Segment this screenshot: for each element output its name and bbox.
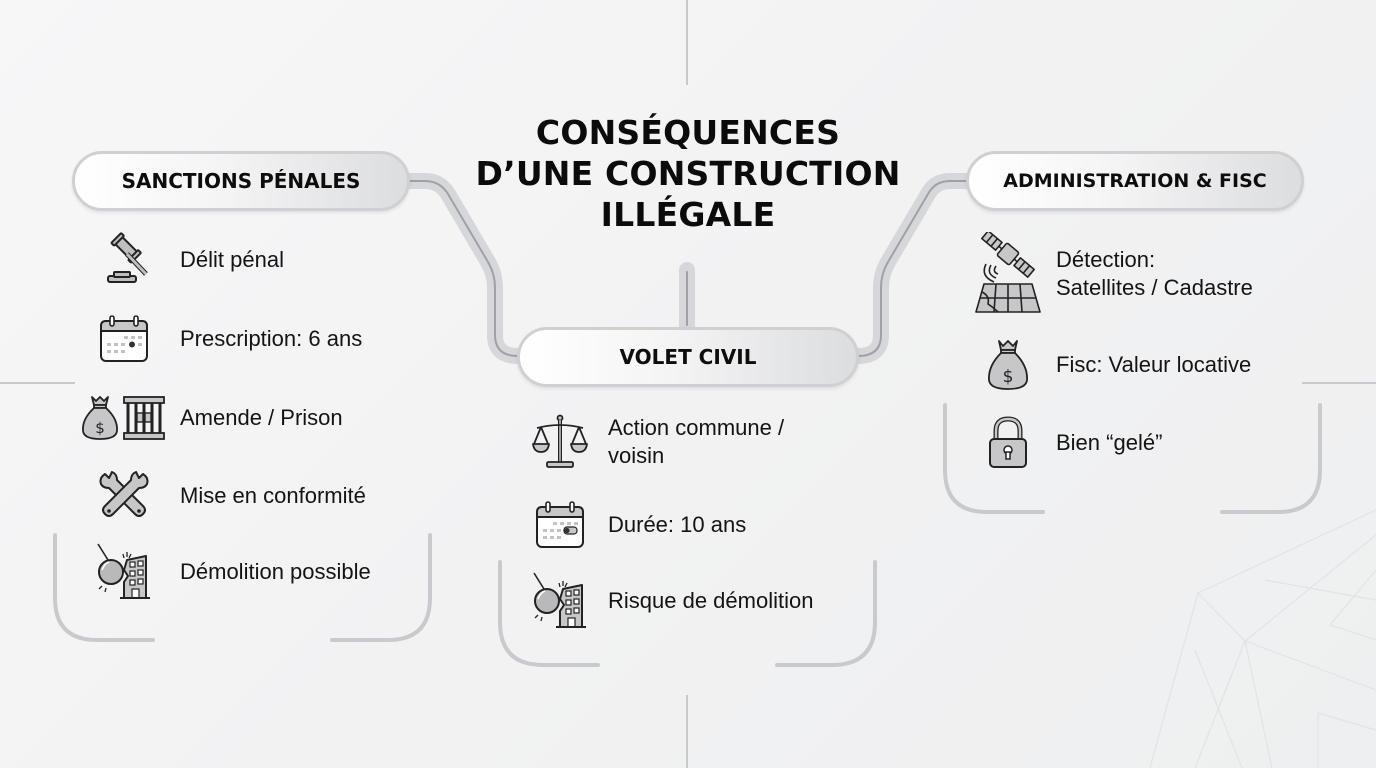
list-item: $ Amende / Prison (80, 390, 343, 446)
page-title: CONSÉQUENCES D’UNE CONSTRUCTION ILLÉGALE (440, 112, 936, 235)
title-line-2: D’UNE CONSTRUCTION (475, 154, 901, 193)
item-label: Bien “gelé” (1056, 430, 1163, 455)
padlock-icon (968, 415, 1048, 471)
bracket-frames (53, 403, 1322, 667)
wrenches-icon (84, 468, 164, 524)
calendar-icon (84, 311, 164, 367)
item-label: Délit pénal (180, 247, 284, 272)
item-label-line-2: voisin (608, 443, 665, 468)
geometric-pattern (1149, 509, 1376, 768)
list-item: $ Fisc: Valeur locative (968, 337, 1251, 393)
header-label: VOLET CIVIL (619, 345, 757, 369)
title-line-1: CONSÉQUENCES (535, 113, 841, 152)
money-bag-icon: $ (968, 337, 1048, 393)
list-item: Détection: Satellites / Cadastre (968, 232, 1253, 316)
list-item: Prescription: 6 ans (84, 311, 362, 367)
item-label: Amende / Prison (180, 405, 343, 430)
wrecking-ball-icon (84, 543, 164, 600)
money-bag-prison-icon: $ (80, 390, 168, 446)
header-administration-fisc: ADMINISTRATION & FISC (966, 151, 1304, 211)
svg-text:$: $ (95, 419, 105, 437)
item-label-line-1: Détection: (1056, 247, 1156, 272)
item-label: Prescription: 6 ans (180, 326, 363, 351)
header-volet-civil: VOLET CIVIL (517, 327, 859, 387)
item-label: Démolition possible (180, 559, 371, 584)
list-item: Délit pénal (84, 232, 284, 288)
calendar-icon (520, 497, 600, 553)
list-item: Démolition possible (84, 543, 371, 600)
title-line-3: ILLÉGALE (600, 195, 776, 234)
item-label: Durée: 10 ans (608, 512, 747, 537)
list-item: Bien “gelé” (968, 415, 1162, 471)
list-item: Mise en conformité (84, 468, 366, 524)
header-sanctions-penales: SANCTIONS PÉNALES (72, 151, 410, 211)
gavel-icon (84, 232, 164, 288)
wrecking-ball-icon (520, 572, 600, 629)
item-label: Fisc: Valeur locative (1056, 352, 1252, 377)
item-label: Risque de démolition (608, 588, 814, 613)
scales-icon (520, 414, 600, 470)
item-label-line-2: Satellites / Cadastre (1056, 275, 1253, 300)
item-label: Mise en conformité (180, 483, 366, 508)
header-label: ADMINISTRATION & FISC (1003, 170, 1267, 192)
svg-text:$: $ (1003, 367, 1014, 387)
list-item: Action commune / voisin (520, 414, 784, 470)
list-item: Durée: 10 ans (520, 497, 746, 553)
satellite-cadastre-icon (968, 232, 1048, 316)
list-item: Risque de démolition (520, 572, 814, 629)
header-label: SANCTIONS PÉNALES (121, 169, 361, 193)
item-label-line-1: Action commune / (608, 415, 785, 440)
